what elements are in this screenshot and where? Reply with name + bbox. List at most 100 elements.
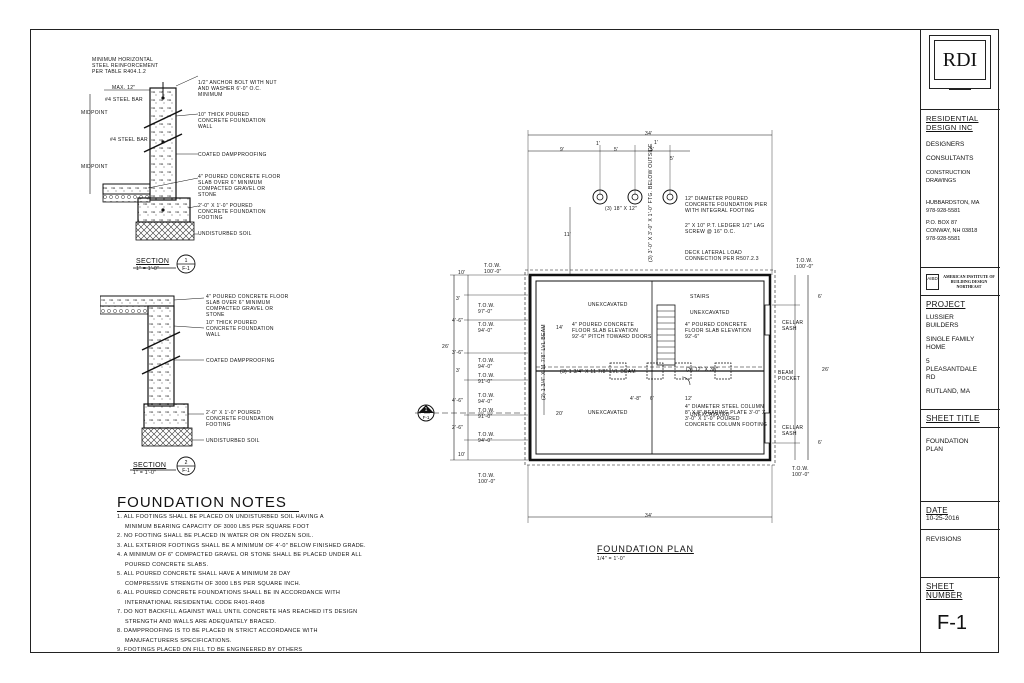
tb-project-section: PROJECT LUSSIER BUILDERS SINGLE FAMILY H… <box>921 295 1000 409</box>
section-2-damp-note: COATED DAMPPROOFING <box>206 358 275 364</box>
tow-value: 94'-0" <box>478 328 493 334</box>
plan-beam-tag: (3) 1 3/4" X 11 7/8" LVL BEAM <box>560 369 636 375</box>
plan-tow-2: T.O.W.94'-0" <box>478 322 495 334</box>
tb-project-line: RUTLAND, MA <box>926 388 971 395</box>
tow-label: T.O.W. <box>478 408 495 414</box>
note-line: MINIMUM BEARING CAPACITY OF 3000 LBS PER… <box>125 523 310 530</box>
tow-label: T.O.W. <box>796 258 813 264</box>
tb-divider <box>921 427 1000 428</box>
plan-top-dim: 1' <box>654 140 659 146</box>
plan-tow-3: T.O.W.94'-0" <box>478 358 495 370</box>
tow-label: T.O.W. <box>478 303 495 309</box>
plan-overall-width-top: 34' <box>645 131 653 137</box>
plan-overall-depth-left: 26' <box>442 344 450 350</box>
plan-cellar-sash-1: CELLAR SASH <box>782 320 804 332</box>
tb-project-label: PROJECT <box>926 300 966 309</box>
tb-date-section: DATE 10-25-2016 <box>921 501 1000 529</box>
tow-label: T.O.W. <box>484 263 501 269</box>
section-2-scale: 1" = 1'-0" <box>133 470 157 476</box>
section-2-tag-sheet: F-1 <box>182 468 190 474</box>
plan-left-dim: 4'-6" <box>452 318 464 324</box>
tb-sheet-title: FOUNDATION PLAN <box>926 438 969 453</box>
plan-scale: 1/4" = 1'-0" <box>597 556 625 562</box>
plan-col-tag: (3) 12" X 36" <box>686 367 719 373</box>
plan-right-dim: 6' <box>818 440 823 446</box>
plan-left-dim: 3'-6" <box>452 350 464 356</box>
plan-dim-11: 11' <box>564 232 572 238</box>
tow-value: 94'-0" <box>478 399 493 405</box>
plan-room-bottom-left: UNEXCAVATED <box>588 410 628 416</box>
foundation-plan-drawing: 1 F-1 <box>415 130 809 523</box>
note-line: 6. ALL POURED CONCRETE FOUNDATIONS SHALL… <box>117 590 341 596</box>
note-line: 8. DAMPPROOFING IS TO BE PLACED IN STRIC… <box>117 628 318 634</box>
plan-top-dim: 5' <box>614 147 619 153</box>
aibd-logo: AIBD <box>926 274 939 290</box>
tow-label: T.O.W. <box>478 473 495 479</box>
note-line: 3. ALL EXTERIOR FOOTINGS SHALL BE A MINI… <box>117 542 366 549</box>
section-1-detail: 1 F-1 <box>89 75 199 274</box>
plan-beam-pocket: BEAM POCKET <box>778 370 801 382</box>
plan-left-dim: 4'-6" <box>452 398 464 404</box>
plan-dim-4-8: 4'-8" <box>630 396 642 402</box>
note-line: 5. ALL POURED CONCRETE SHALL HAVE A MINI… <box>117 571 291 577</box>
tow-value: 100'-0" <box>792 472 810 478</box>
tow-label: T.O.W. <box>478 373 495 379</box>
tb-address: 978-928-5581 <box>926 236 961 242</box>
plan-vertical-footing-note: (3) 3'-0" X 3'-0" X 1'-0" FTG. BELOW OUT… <box>648 143 654 262</box>
plan-top-dim: 5' <box>670 156 675 162</box>
tow-value: 91'-0" <box>478 379 493 385</box>
plan-left-dim: 2'-6" <box>452 425 464 431</box>
plan-right-dim: 6' <box>818 294 823 300</box>
tow-label: T.O.W. <box>792 466 809 472</box>
plan-column-note: 4" DIAMETER STEEL COLUMN 8" X 8" BEARING… <box>685 404 768 428</box>
plan-tow-right-top: T.O.W.100'-0" <box>796 258 814 270</box>
section-1-max-label: MAX. 12" <box>112 85 136 91</box>
plan-dim-12: 12' <box>685 396 693 402</box>
note-line: 2. NO FOOTING SHALL BE PLACED IN WATER O… <box>117 533 314 539</box>
note-line: 1. ALL FOOTINGS SHALL BE PLACED ON UNDIS… <box>117 514 324 520</box>
plan-left-dim: 10' <box>458 452 466 458</box>
section-1-damp-note: COATED DAMPPROOFING <box>198 152 267 158</box>
tow-label: T.O.W. <box>478 432 495 438</box>
tow-value: 100'-0" <box>796 264 814 270</box>
plan-tow-8: T.O.W.100'-0" <box>478 473 496 485</box>
plan-lateral-note: DECK LATERAL LOAD CONNECTION PER R507.2.… <box>685 250 759 262</box>
tb-service: CONSULTANTS <box>926 155 974 162</box>
foundation-notes-list: 1. ALL FOOTINGS SHALL BE PLACED ON UNDIS… <box>117 513 407 656</box>
tb-aibd-text: AMERICAN INSTITUTE OF BUILDING DESIGN NO… <box>943 274 995 289</box>
note-line: POURED CONCRETE SLABS. <box>125 561 209 568</box>
title-block: RDI RESIDENTIAL DESIGN INC DESIGNERS CON… <box>920 29 1000 653</box>
plan-section-marker-sheet: F-1 <box>423 415 430 420</box>
section-1-title: SECTION <box>136 258 170 265</box>
plan-top-dim: 1' <box>596 141 601 147</box>
note-line: INTERNATIONAL RESIDENTIAL CODE R401-R408 <box>125 599 265 606</box>
tb-project-line: 5 PLEASANTDALE RD <box>926 358 977 381</box>
plan-right-dim: 26' <box>822 367 830 373</box>
plan-overall-width-bottom: 34' <box>645 513 653 519</box>
section-2-soil-note: UNDISTURBED SOIL <box>206 438 260 444</box>
tb-sheet-title-label: SHEET TITLE <box>926 414 980 423</box>
section-1-slab-note: 4" POURED CONCRETE FLOOR SLAB OVER 6" MI… <box>198 174 281 198</box>
plan-dim-6: 6' <box>650 396 655 402</box>
plan-left-dim: 3' <box>456 296 461 302</box>
section-2-title: SECTION <box>133 462 167 469</box>
section-1-steel-bar-label-2: #4 STEEL BAR <box>110 137 148 143</box>
plan-dim-14: 14' <box>556 325 564 331</box>
plan-room-stair: STAIRS <box>690 294 710 300</box>
tb-project-line: SINGLE FAMILY HOME <box>926 336 975 351</box>
note-line: 9. FOOTINGS PLACED ON FILL TO BE ENGINEE… <box>117 647 303 653</box>
tb-firm-name: RESIDENTIAL DESIGN INC <box>926 114 979 132</box>
tow-label: T.O.W. <box>478 393 495 399</box>
section-1-footing-note: 2'-0" X 1'-0" POURED CONCRETE FOUNDATION… <box>198 203 266 221</box>
tow-label: T.O.W. <box>478 358 495 364</box>
aibd-logo-text: AIBD <box>927 276 938 281</box>
tb-date: 10-25-2016 <box>926 515 960 522</box>
tb-service: DESIGNERS <box>926 141 965 148</box>
note-line: STRENGTH AND WALLS ARE ADEQUATELY BRACED… <box>125 618 277 625</box>
note-line: 4. A MINIMUM OF 6" COMPACTED GRAVEL OR S… <box>117 552 363 558</box>
plan-slab-note-1: 4" POURED CONCRETE FLOOR SLAB ELEVATION … <box>572 322 652 340</box>
tb-address: HUBBARDSTON, MA <box>926 200 980 206</box>
plan-ledger-note: 2" X 10" P.T. LEDGER 1/2" LAG SCREW @ 16… <box>685 223 765 235</box>
plan-slab-note-2: 4" POURED CONCRETE FLOOR SLAB ELEVATION … <box>685 322 752 340</box>
plan-pier-note: 12" DIAMETER POURED CONCRETE FOUNDATION … <box>685 196 768 214</box>
